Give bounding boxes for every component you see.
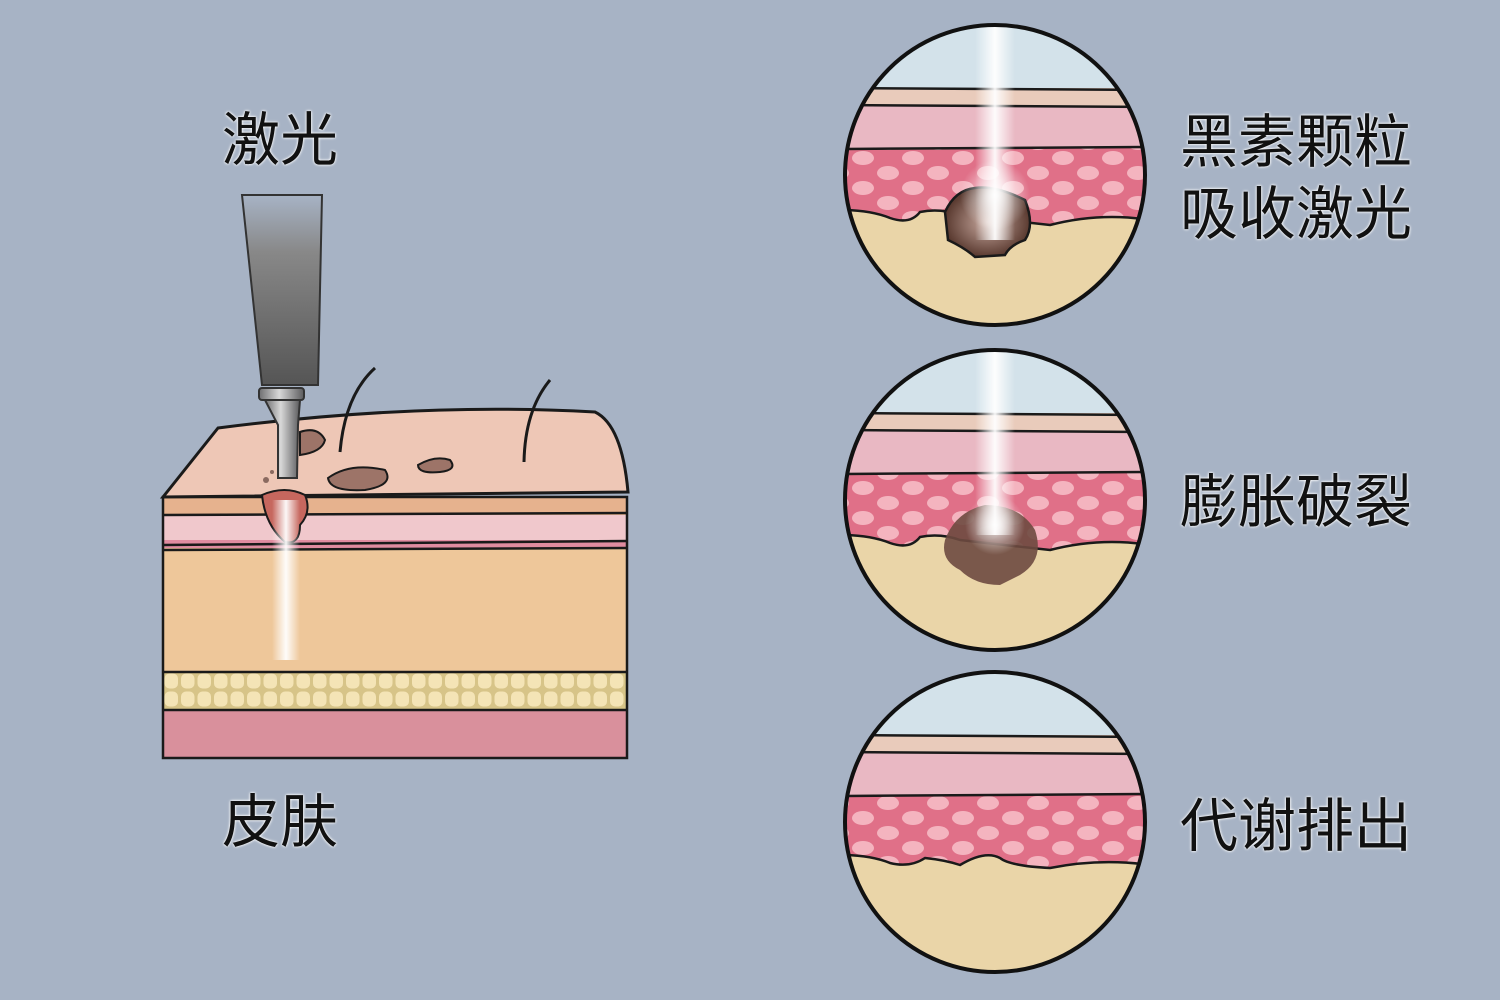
skin-block: [159, 366, 630, 760]
laser-label: 激光: [222, 106, 339, 174]
laser-beam: [272, 500, 300, 660]
step2-circle: [845, 350, 1145, 650]
skin-surface: [159, 407, 630, 499]
skin-label: 皮肤: [222, 788, 339, 856]
step1-label-line2: 吸收激光: [1180, 180, 1413, 248]
dermis-layer: [163, 548, 627, 672]
step3-circle: [845, 672, 1145, 972]
step2-label: 膨胀破裂: [1180, 468, 1413, 536]
step1-circle: [845, 25, 1145, 325]
step3-label: 代谢排出: [1180, 792, 1413, 860]
laser-device: [240, 194, 324, 479]
muscle-layer: [163, 710, 627, 758]
hair: [522, 379, 552, 463]
fat-layer: [163, 672, 627, 710]
hair: [338, 366, 377, 453]
step1-label-line1: 黑素颗粒: [1180, 108, 1413, 176]
